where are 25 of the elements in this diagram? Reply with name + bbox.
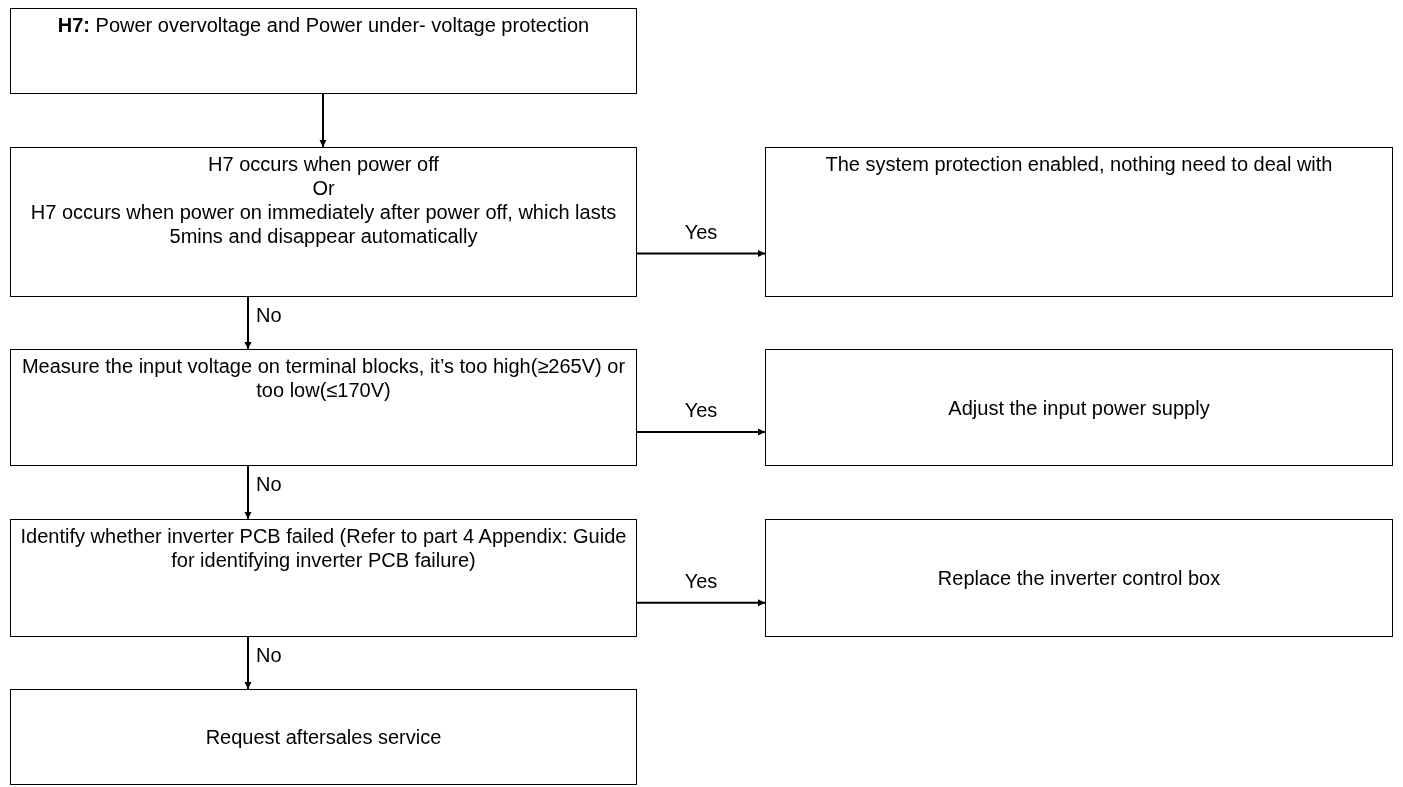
- box-text: Measure the input voltage on terminal blocks, it’s too high(≥265V) or too low(≤170V): [20, 354, 627, 402]
- process-box: [10, 689, 637, 785]
- process-box: [765, 519, 1393, 637]
- box-text: Or: [312, 176, 335, 200]
- arrow: [244, 296, 252, 350]
- arrow: [636, 599, 766, 607]
- box-text: Identify whether inverter PCB failed (Refer to part 4 Appendix: Guide for identifying inverter PCB failure): [19, 524, 628, 572]
- box-text: Adjust the input power supply: [948, 395, 1210, 420]
- process-box: [765, 349, 1393, 466]
- box-text: Replace the inverter control box: [937, 566, 1221, 590]
- box-text: H7: Power overvoltage and Power under- voltage protection: [57, 13, 590, 37]
- box-text: Request aftersales service: [205, 725, 442, 749]
- process-box: [10, 349, 637, 466]
- arrow: [244, 636, 252, 690]
- process-box: [10, 8, 637, 94]
- process-box: [765, 147, 1393, 297]
- arrow: [636, 250, 766, 257]
- process-box: [10, 519, 637, 637]
- arrow: [636, 428, 766, 436]
- arrow: [244, 465, 252, 520]
- box-text: H7 occurs when power on immediately after power off, which lasts 5mins and disappear automatically: [29, 200, 618, 248]
- arrow: [319, 93, 327, 148]
- box-text: The system protection enabled, nothing need to deal with: [825, 152, 1333, 176]
- process-box: [10, 147, 637, 297]
- box-text: H7 occurs when power off: [208, 152, 439, 176]
